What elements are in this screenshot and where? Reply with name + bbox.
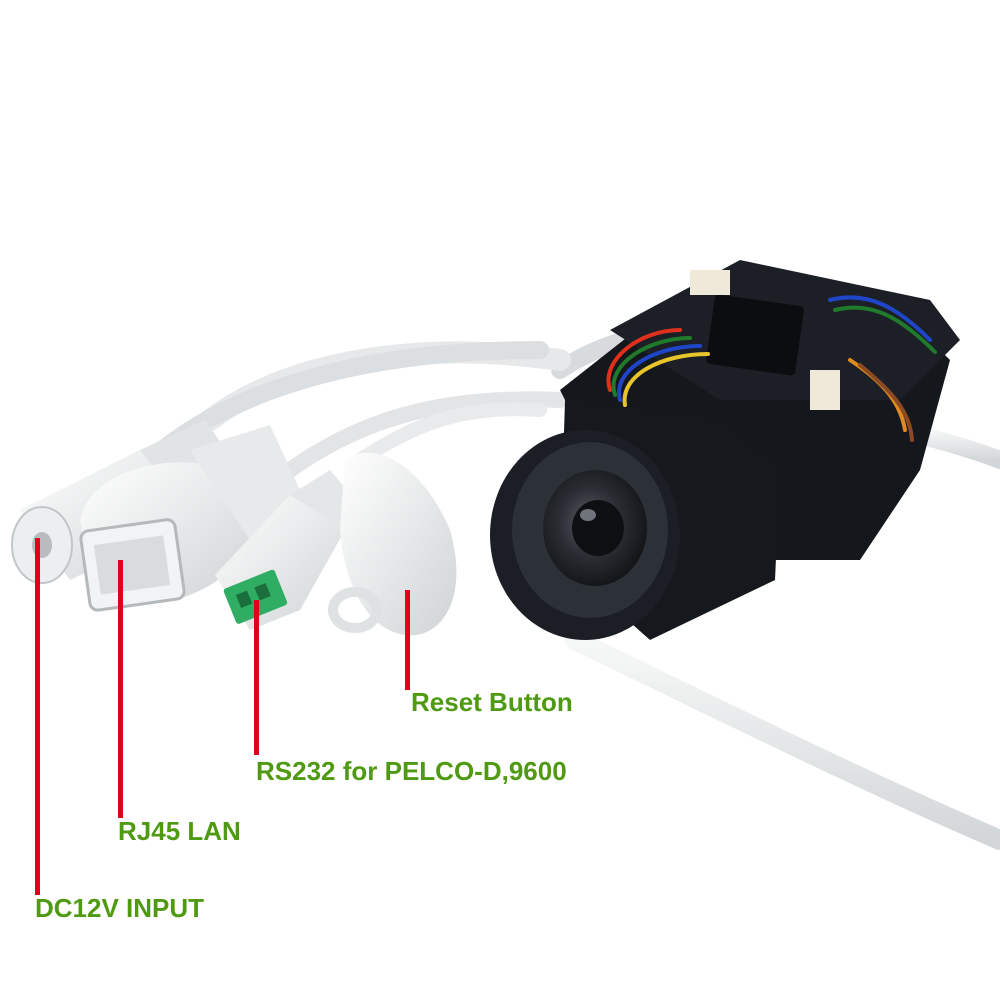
dc12v-input-label: DC12V INPUT [35, 893, 205, 923]
reset-cable [353, 402, 547, 467]
reset-button-cap [328, 452, 457, 636]
terminal-block [223, 569, 288, 624]
rj45-connector [79, 425, 300, 612]
reset-callout-line [405, 590, 410, 690]
rj45-lan-label: RJ45 LAN [118, 816, 241, 846]
rj45-callout-line [118, 560, 123, 818]
rs232-callout-line [254, 600, 259, 755]
rs232-label: RS232 for PELCO-D,9600 [256, 756, 567, 786]
dc12v-callout-line [35, 538, 40, 895]
reset-button-label: Reset Button [411, 687, 573, 717]
pcb-wires [606, 295, 937, 442]
rs232-connector [215, 470, 360, 630]
main-chip [706, 294, 804, 376]
rs232-cable [282, 391, 568, 478]
long-cable [565, 630, 1000, 850]
camera-lens [490, 400, 780, 640]
